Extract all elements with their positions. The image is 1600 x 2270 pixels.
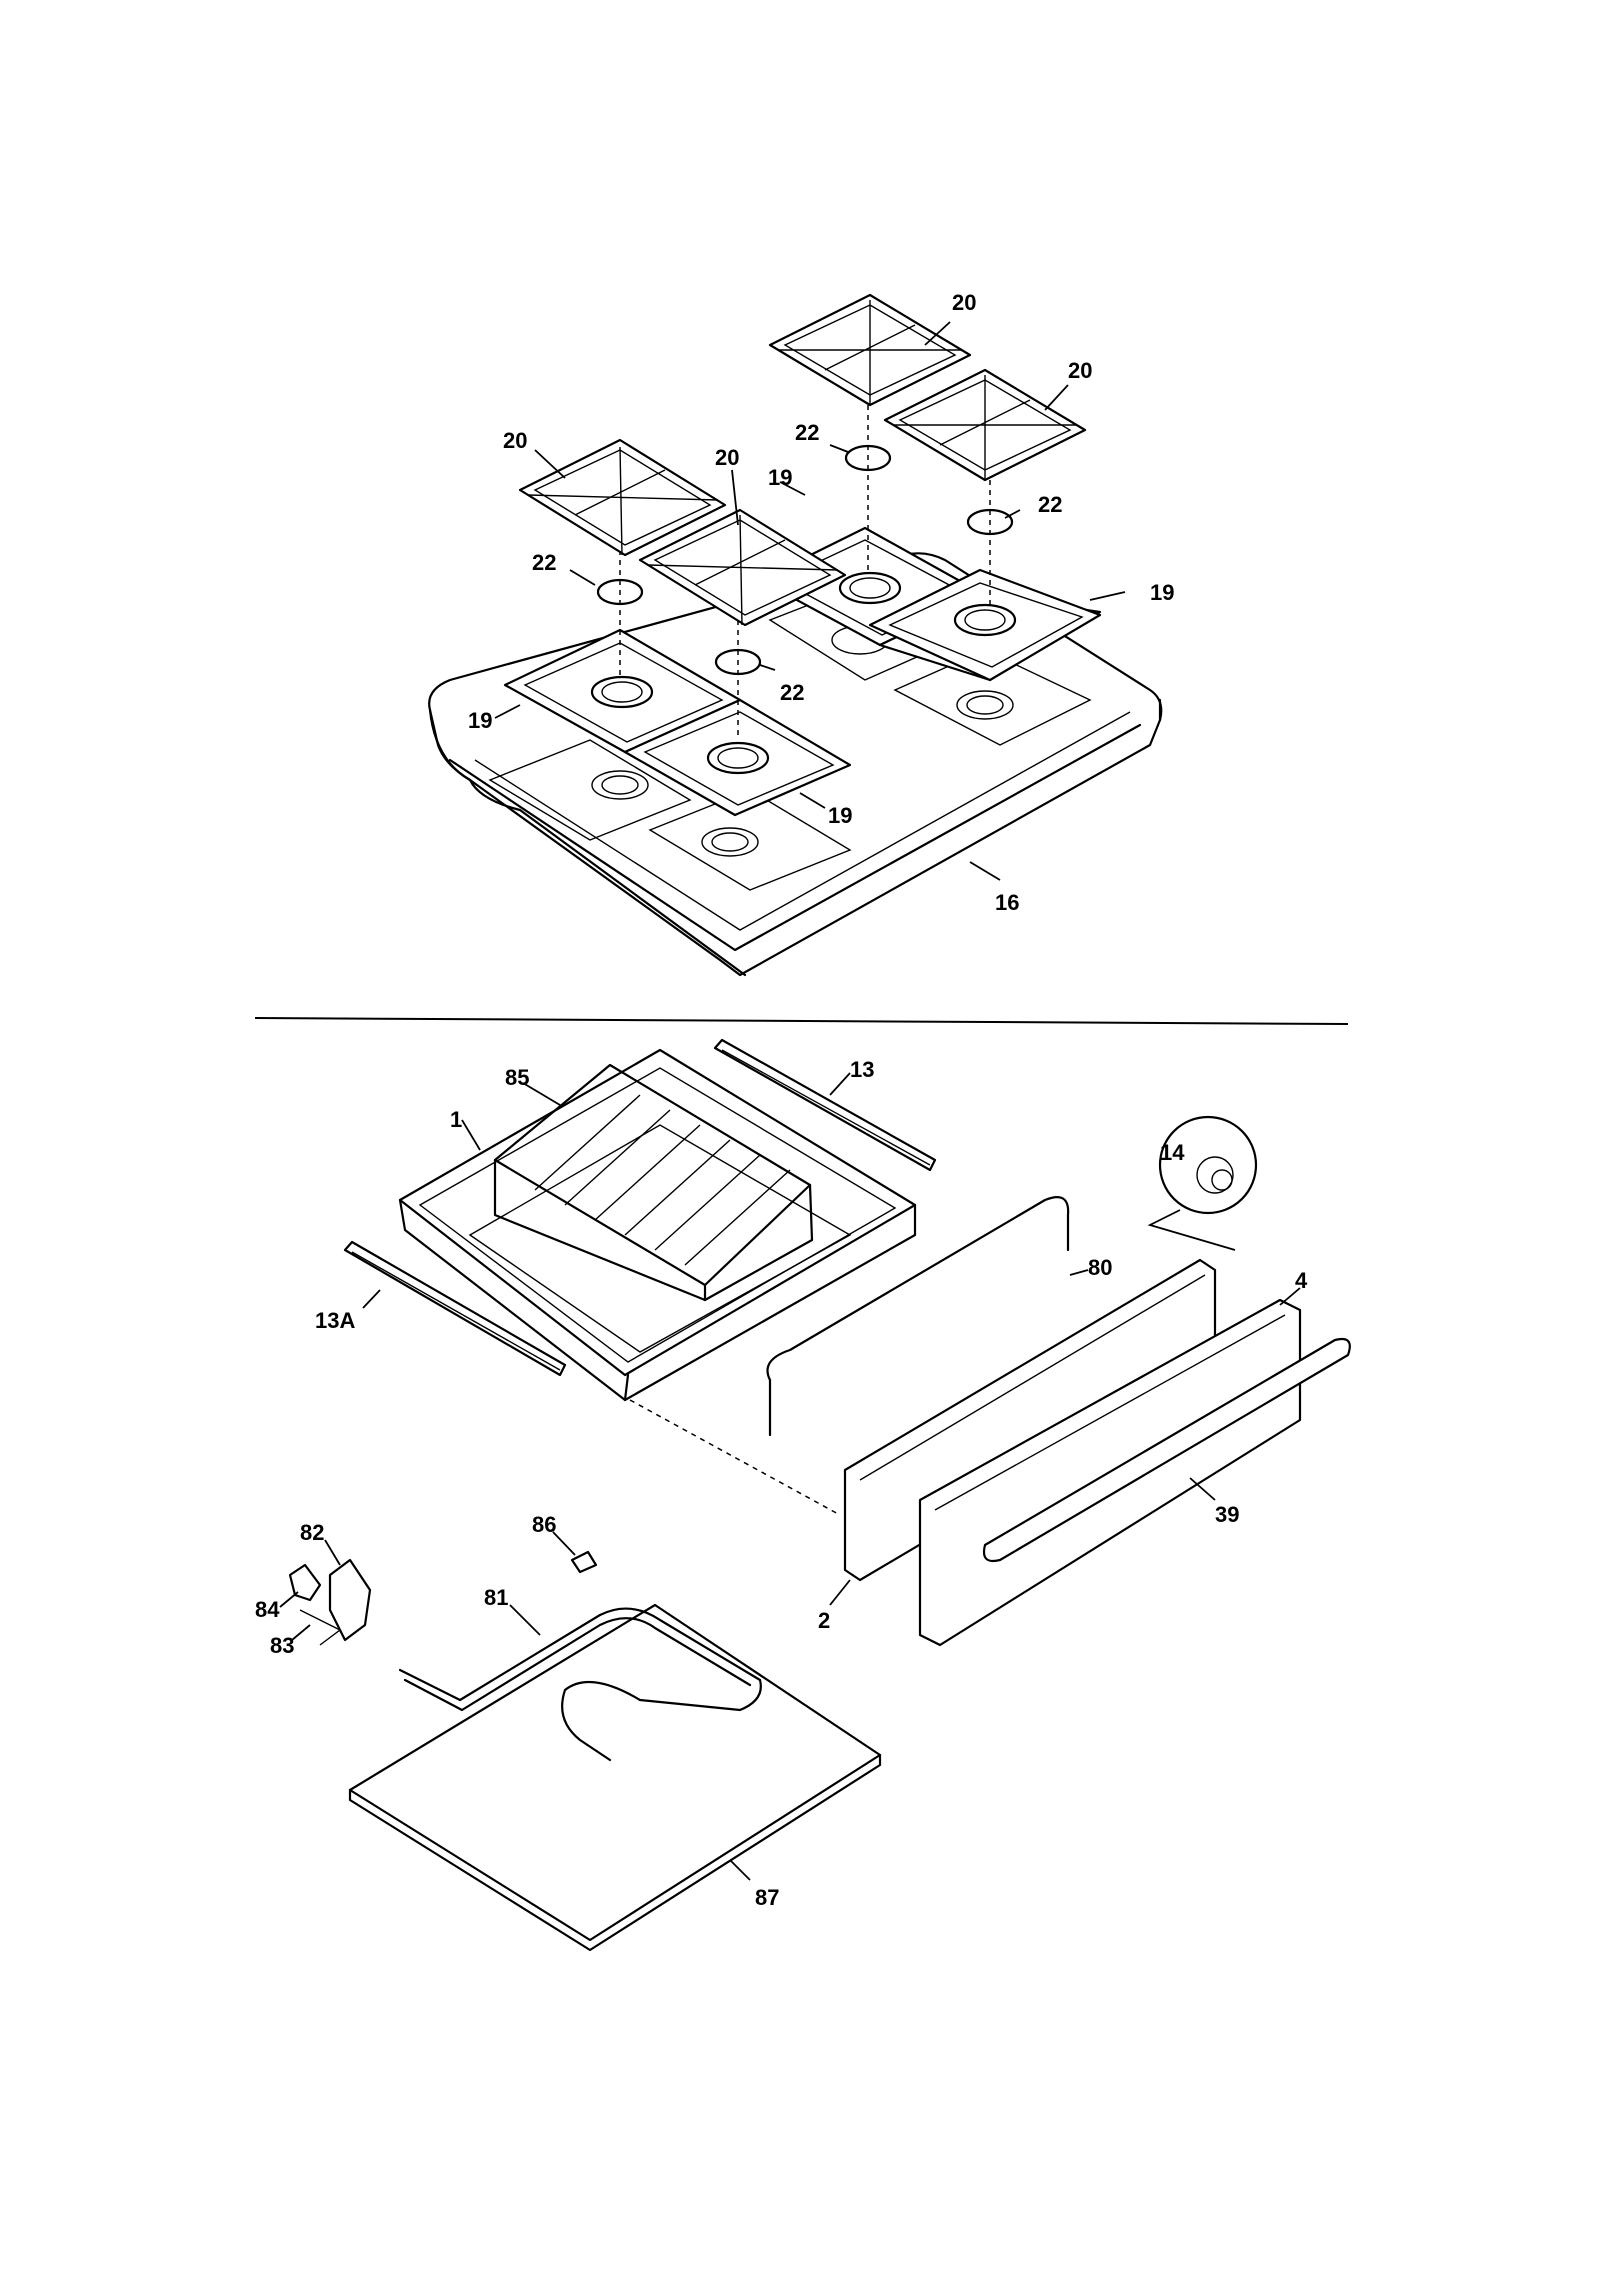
label-bracket-84: 84 (255, 1597, 280, 1622)
drawer-handle (982, 1337, 1351, 1563)
leaders-bottom (362, 1072, 1301, 1606)
label-clip-86: 86 (532, 1512, 556, 1537)
label-grate-3: 20 (952, 290, 976, 315)
label-knob: 14 (1160, 1140, 1185, 1165)
label-rack: 85 (505, 1065, 529, 1090)
burner-pan-front-right (623, 698, 852, 817)
label-cap-4: 22 (780, 680, 804, 705)
drawer-liner (398, 1048, 917, 1402)
broil-bracket (288, 1558, 372, 1646)
grate-center (638, 508, 847, 627)
burner-pan-front-left (503, 628, 742, 754)
label-pan-4: 19 (828, 803, 852, 828)
label-cap-2: 22 (532, 550, 556, 575)
drawer-assembly: 85 1 13 13A 14 4 80 39 2 (255, 1038, 1351, 1952)
cooktop-assembly: 20 20 20 20 22 22 22 22 19 19 19 19 16 (428, 290, 1174, 977)
broil-element (398, 1607, 762, 1762)
label-slide-left: 13A (315, 1308, 355, 1333)
label-inner-panel: 2 (818, 1608, 830, 1633)
label-cooktop: 16 (995, 890, 1019, 915)
label-grate-4: 20 (1068, 358, 1092, 383)
leaders-broil (279, 1531, 751, 1881)
label-pan-2: 19 (1150, 580, 1174, 605)
label-cap-3: 22 (1038, 492, 1062, 517)
label-grate-1: 20 (503, 428, 527, 453)
label-handle: 39 (1215, 1502, 1239, 1527)
label-bracket-82: 82 (300, 1520, 324, 1545)
label-grate-2: 20 (715, 445, 739, 470)
clip (570, 1550, 598, 1574)
assembly-line-drawer (629, 1399, 841, 1516)
label-element-81: 81 (484, 1585, 508, 1610)
label-pan-3: 19 (468, 708, 492, 733)
gasket (766, 1196, 1070, 1382)
section-divider (254, 1017, 1349, 1025)
oven-rack (493, 1063, 814, 1302)
label-drawer-front-panel: 4 (1295, 1268, 1308, 1293)
label-slide-right: 13 (850, 1057, 874, 1082)
burner-pan-back-right (868, 568, 1102, 682)
grate-back-right (883, 368, 1087, 482)
label-cap-1: 22 (795, 420, 819, 445)
label-bottom-87: 87 (755, 1885, 779, 1910)
knob-detail (1147, 1115, 1258, 1251)
drawer-slide-left (343, 1240, 567, 1377)
drawer-slide-right (713, 1038, 937, 1172)
label-pan-1: 19 (768, 465, 792, 490)
leaders-top (494, 321, 1126, 881)
grate-back-left (768, 293, 972, 407)
label-drawer-liner: 1 (450, 1107, 462, 1132)
label-bracket-83: 83 (270, 1633, 294, 1658)
grate-left (518, 438, 727, 557)
label-gasket: 80 (1088, 1255, 1112, 1280)
broil-bottom-panel (348, 1603, 882, 1952)
